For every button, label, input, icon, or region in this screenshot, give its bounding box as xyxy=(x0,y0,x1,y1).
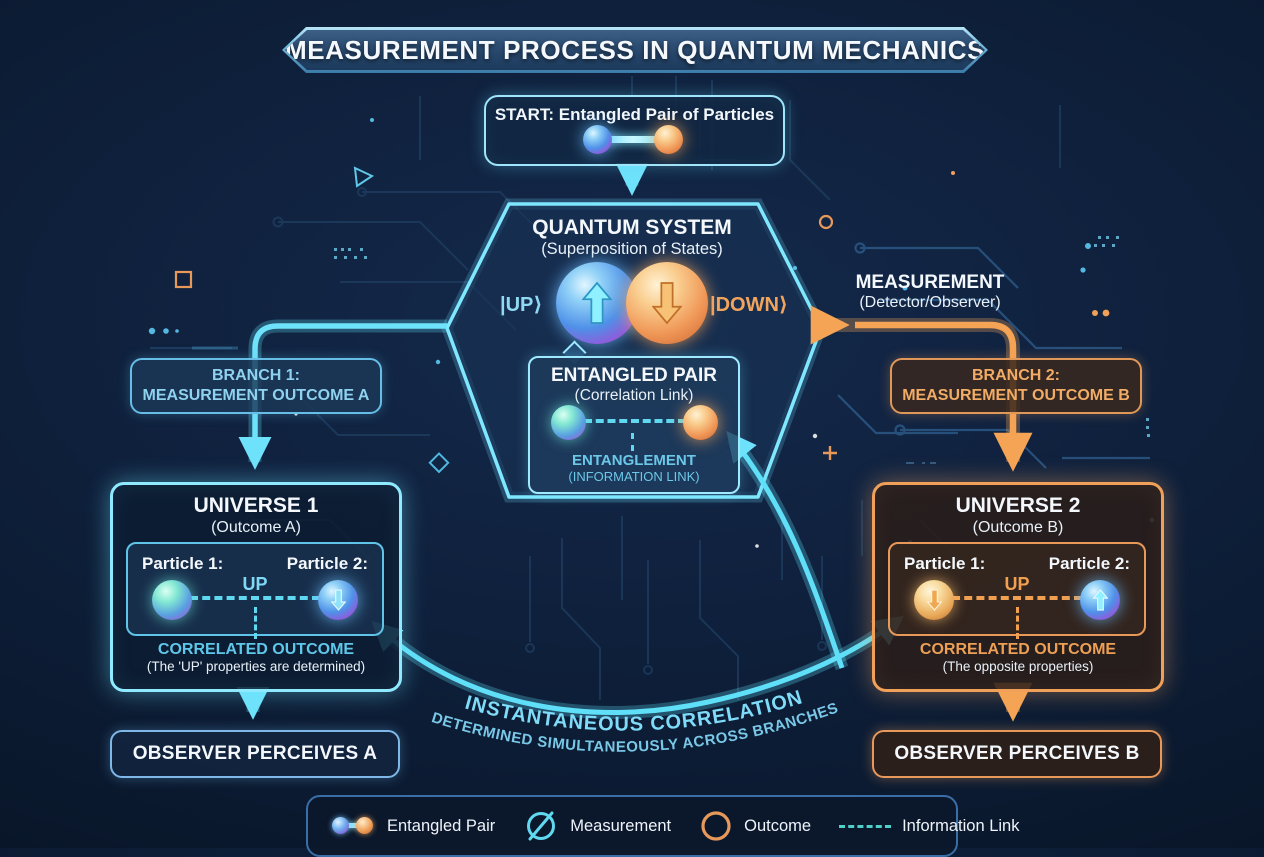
down-arrow-icon xyxy=(652,282,682,325)
universe2-dashed-link xyxy=(952,596,1082,600)
title-banner: MEASUREMENT PROCESS IN QUANTUM MECHANICS xyxy=(282,27,988,73)
measurement-icon xyxy=(527,811,556,841)
universe1-outcome-title: CORRELATED OUTCOME xyxy=(157,641,355,658)
entangled-particle-right xyxy=(683,405,718,440)
ket-down-label: |DOWN⟩ xyxy=(710,294,789,316)
entanglement-beam xyxy=(600,136,666,143)
down-arrow-icon xyxy=(330,589,346,611)
entangled-dashed-link xyxy=(584,419,686,423)
legend-item-entangled-pair: Entangled Pair xyxy=(332,816,495,836)
universe1-dashed-drop xyxy=(254,607,257,639)
universe1-subtitle: (Outcome A) xyxy=(211,519,301,536)
start-particle-left xyxy=(583,125,612,154)
universe1-particle1-label: Particle 1: xyxy=(142,554,224,573)
universe1-outcome-note: (The 'UP' properties are determined) xyxy=(146,659,366,674)
entangled-pair-subtitle: (Correlation Link) xyxy=(574,387,694,404)
universe1-state: UP xyxy=(242,574,268,594)
entangled-pair-icon xyxy=(332,816,376,836)
quantum-system-subtitle: (Superposition of States) xyxy=(541,240,723,258)
up-arrow-icon xyxy=(582,281,612,324)
arrow-branch2 xyxy=(855,321,1033,472)
arrow-correlation-to-entangled-pair xyxy=(726,430,845,669)
entanglement-link-sublabel: (INFORMATION LINK) xyxy=(568,469,700,484)
branch1-line2: MEASUREMENT OUTCOME A xyxy=(142,387,370,404)
branch2-line1: BRANCH 2: xyxy=(972,367,1060,384)
observer-a-box: OBSERVER PERCEIVES A xyxy=(110,730,400,778)
down-arrow-icon xyxy=(926,589,942,611)
superposition-particle-down xyxy=(626,262,708,344)
universe2-subtitle: (Outcome B) xyxy=(972,519,1064,536)
universe2-state: UP xyxy=(1004,574,1030,594)
circuit-traces-bright xyxy=(150,242,1150,469)
universe2-particle1-label: Particle 1: xyxy=(904,554,986,573)
legend-item-measurement: Measurement xyxy=(523,808,671,844)
universe2-outcome-title: CORRELATED OUTCOME xyxy=(919,641,1117,658)
connectors xyxy=(236,162,1033,722)
dot-matrix xyxy=(334,236,1150,437)
start-label: START: Entangled Pair of Particles xyxy=(494,105,775,124)
measurement-title: MEASUREMENT xyxy=(855,272,1005,293)
universe2-particle-panel: Particle 1: Particle 2: UP xyxy=(888,542,1146,636)
branch1-line1: BRANCH 1: xyxy=(212,367,300,384)
universe2-dashed-drop xyxy=(1016,607,1019,639)
information-link-icon xyxy=(839,824,892,828)
observer-a-label: OBSERVER PERCEIVES A xyxy=(132,743,378,764)
legend: Entangled Pair Measurement Outcome Infor… xyxy=(306,795,1020,857)
legend-label: Entangled Pair xyxy=(387,816,496,835)
entangled-pair-title: ENTANGLED PAIR xyxy=(550,365,718,386)
universe2-particle1 xyxy=(914,580,954,620)
entangled-dashed-drop xyxy=(631,433,634,451)
universe2-title: UNIVERSE 2 xyxy=(955,494,1081,517)
outcome-icon xyxy=(701,811,731,841)
universe1-box: UNIVERSE 1 (Outcome A) Particle 1: Parti… xyxy=(110,482,402,692)
legend-item-information-link: Information Link xyxy=(839,816,1020,836)
universe2-outcome-note: (The opposite properties) xyxy=(942,659,1094,674)
entangled-particle-left xyxy=(551,405,586,440)
universe1-particle2 xyxy=(318,580,358,620)
up-arrow-icon xyxy=(1092,589,1108,611)
superposition-particle-up xyxy=(556,262,638,344)
universe1-particle1 xyxy=(152,580,192,620)
universe2-particle2-label: Particle 2: xyxy=(1048,554,1130,573)
observer-b-box: OBSERVER PERCEIVES B xyxy=(872,730,1162,778)
observer-b-label: OBSERVER PERCEIVES B xyxy=(894,743,1140,764)
universe2-box: UNIVERSE 2 (Outcome B) Particle 1: Parti… xyxy=(872,482,1164,692)
branch2-line2: MEASUREMENT OUTCOME B xyxy=(902,387,1130,404)
entanglement-link-label: ENTANGLEMENT xyxy=(572,452,696,469)
branch2-box: BRANCH 2: MEASUREMENT OUTCOME B xyxy=(890,358,1142,414)
arrow-correlation-between-universes xyxy=(371,615,905,715)
start-node: START: Entangled Pair of Particles xyxy=(484,95,785,166)
legend-label: Outcome xyxy=(744,816,812,835)
measurement-label: MEASUREMENT (Detector/Observer) xyxy=(835,272,1025,312)
arrow-branch1 xyxy=(238,323,447,470)
legend-label: Information Link xyxy=(902,816,1020,835)
legend-label: Measurement xyxy=(570,816,672,835)
ket-up-label: |UP⟩ xyxy=(500,294,543,316)
measurement-subtitle: (Detector/Observer) xyxy=(859,294,1001,311)
universe1-title: UNIVERSE 1 xyxy=(193,494,319,517)
universe1-dashed-link xyxy=(190,596,320,600)
page-title: MEASUREMENT PROCESS IN QUANTUM MECHANICS xyxy=(284,34,986,65)
legend-item-outcome: Outcome xyxy=(699,809,811,843)
quantum-system-title: QUANTUM SYSTEM xyxy=(532,216,732,239)
universe2-particle2 xyxy=(1080,580,1120,620)
start-particle-right xyxy=(654,125,683,154)
branch1-box: BRANCH 1: MEASUREMENT OUTCOME A xyxy=(130,358,382,414)
universe1-particle2-label: Particle 2: xyxy=(286,554,368,573)
decor-shapes xyxy=(148,118,1155,548)
